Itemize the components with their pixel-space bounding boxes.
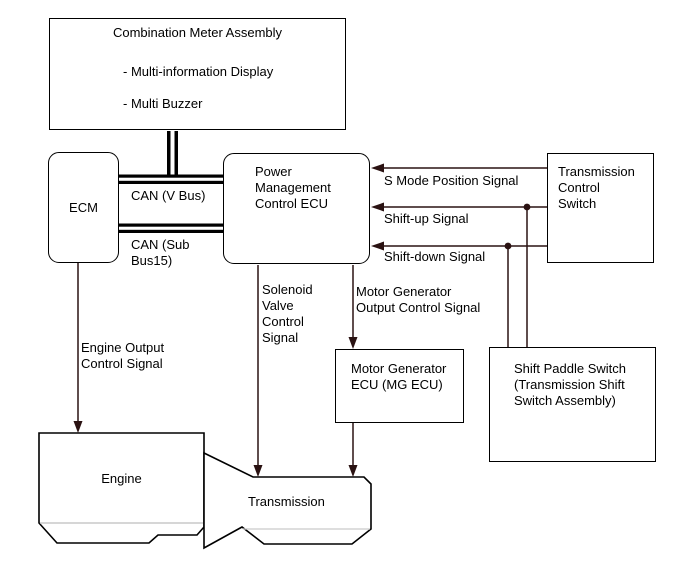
shift-up-arrowhead bbox=[371, 202, 384, 212]
engine-label: Engine bbox=[101, 471, 142, 486]
mg-output-arrowhead bbox=[348, 337, 358, 349]
shift-paddle-switch-box: Shift Paddle Switch (Transmission Shift … bbox=[489, 347, 656, 462]
transmission-label: Transmission bbox=[248, 494, 325, 509]
shift-up-junction-dot bbox=[523, 203, 531, 211]
ecm-box: ECM bbox=[48, 152, 119, 263]
solenoid-arrowhead bbox=[253, 465, 263, 477]
engine-output-arrowhead bbox=[73, 421, 83, 433]
combination-meter-box: Combination Meter Assembly - Multi-infor… bbox=[49, 18, 346, 130]
can-sub-bus-label: CAN (Sub Bus15) bbox=[131, 237, 190, 268]
power-management-ecu-box: Power Management Control ECU bbox=[223, 153, 370, 264]
shift-down-arrowhead bbox=[371, 241, 384, 251]
mg-to-transmission-arrowhead bbox=[348, 465, 358, 477]
shift-down-junction-dot bbox=[504, 242, 512, 250]
engine-output-signal-label: Engine Output Control Signal bbox=[81, 340, 165, 371]
shift-up-signal-label: Shift-up Signal bbox=[384, 211, 469, 226]
engine-shape bbox=[38, 432, 205, 544]
meter-can-bus bbox=[167, 131, 178, 177]
solenoid-signal-label: Solenoid Valve Control Signal bbox=[262, 282, 313, 345]
can-v-bus-label: CAN (V Bus) bbox=[131, 188, 206, 203]
can-v-bus bbox=[119, 174, 223, 184]
shift-paddle-switch-label: Shift Paddle Switch (Transmission Shift … bbox=[514, 361, 627, 408]
s-mode-signal-label: S Mode Position Signal bbox=[384, 173, 519, 188]
s-mode-arrowhead bbox=[371, 163, 384, 173]
mg-ecu-label: Motor Generator ECU (MG ECU) bbox=[351, 361, 447, 392]
combination-meter-item-buzzer: - Multi Buzzer bbox=[123, 96, 203, 111]
ecm-label: ECM bbox=[69, 200, 98, 215]
power-management-ecu-label: Power Management Control ECU bbox=[255, 164, 331, 211]
transmission-control-switch-label: Transmission Control Switch bbox=[558, 164, 635, 211]
mg-ecu-box: Motor Generator ECU (MG ECU) bbox=[335, 349, 464, 423]
combination-meter-item-display: - Multi-information Display bbox=[123, 64, 274, 79]
can-sub-bus bbox=[119, 223, 223, 233]
transmission-control-switch-box: Transmission Control Switch bbox=[547, 153, 654, 263]
shift-up-signal-line bbox=[383, 206, 547, 347]
shift-down-signal-label: Shift-down Signal bbox=[384, 249, 486, 264]
combination-meter-title: Combination Meter Assembly bbox=[112, 25, 283, 40]
mg-output-signal-label: Motor Generator Output Control Signal bbox=[356, 284, 481, 315]
